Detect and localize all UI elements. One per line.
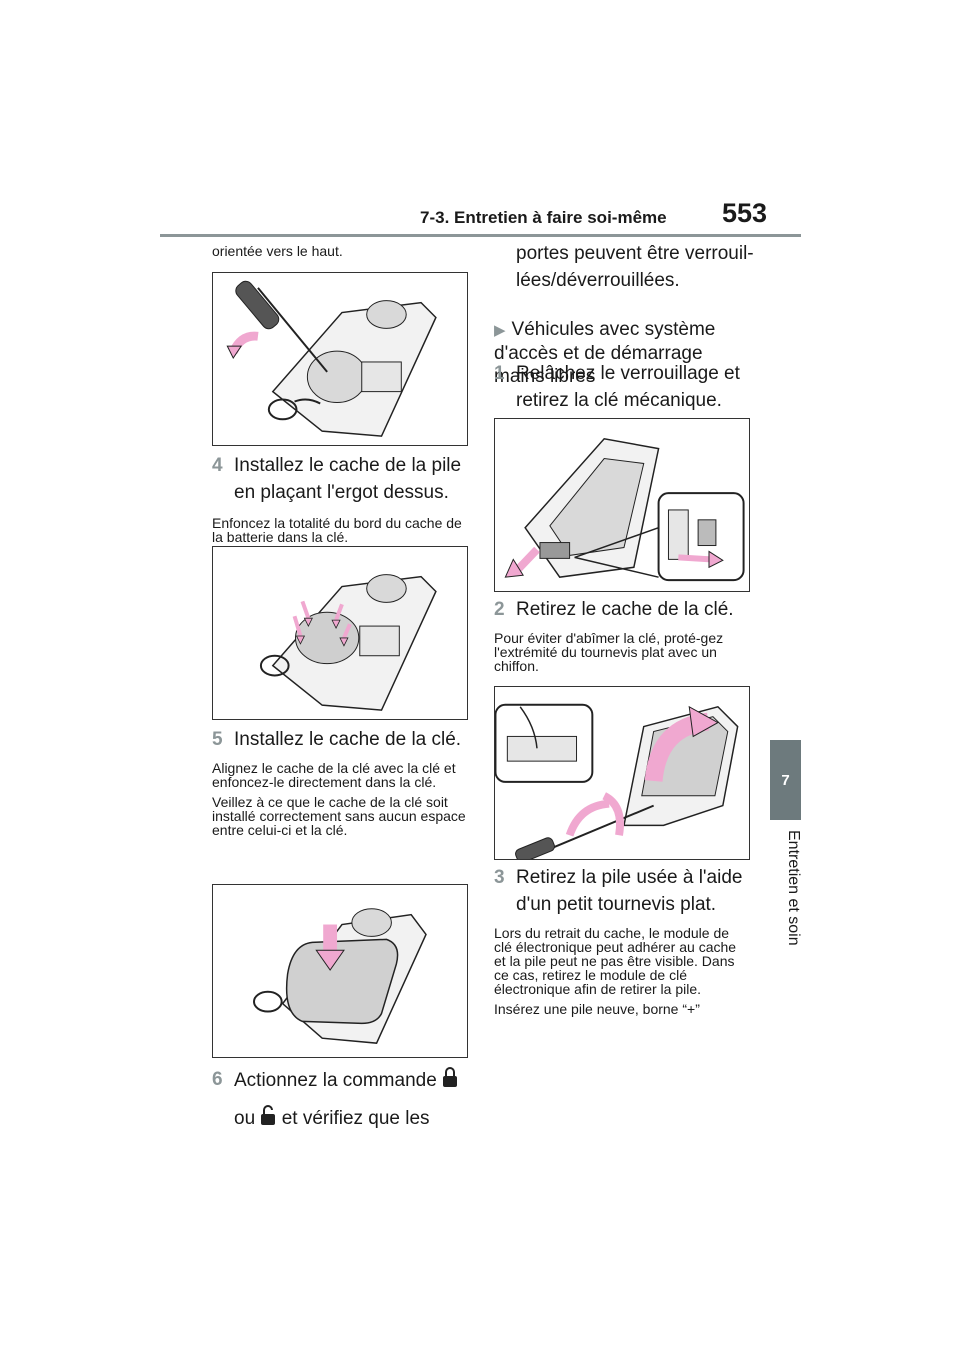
- triangle-bullet-icon: ▶: [494, 322, 506, 339]
- step-number: 2: [494, 599, 505, 620]
- step-number: 4: [212, 455, 223, 476]
- step-note: Lors du retrait du cache, le module de c…: [494, 925, 737, 997]
- step-number: 5: [212, 729, 223, 750]
- step-note: Enfoncez la totalité du bord du cache de…: [212, 515, 462, 545]
- section-title: 7-3. Entretien à faire soi-même: [420, 208, 667, 227]
- key-cover-illustration: [253, 908, 427, 1044]
- figure-remove-cover: [494, 686, 750, 860]
- key-cover-removal-illustration: [495, 703, 739, 859]
- step-text: Relâchez le verrouillage et retirez la c…: [516, 363, 740, 411]
- step-text-b: ou: [234, 1108, 256, 1130]
- chapter-label: Entretien et soin: [785, 830, 802, 946]
- intro-text: orientée vers le haut.: [212, 243, 343, 259]
- step-text: Installez le cache de la pile en plaçant…: [234, 455, 462, 503]
- step-number: 1: [494, 363, 505, 384]
- vehicle-bullet: ▶Véhicules avec système d'accès et de dé…: [494, 319, 716, 387]
- step-4: 4 Installez le cache de la pile en plaçan…: [212, 452, 468, 544]
- figure-mechanical-key: [494, 418, 750, 592]
- header-divider: [160, 234, 801, 237]
- step-3: 3 Retirez la pile usée à l'aide d'un peti…: [494, 864, 750, 1016]
- step-note: Insérez une pile neuve, borne “+”: [494, 1001, 700, 1017]
- chapter-tab[interactable]: 7: [770, 740, 801, 820]
- step-number: 6: [212, 1069, 223, 1090]
- step-text: Retirez la pile usée à l'aide d'un petit…: [516, 867, 743, 915]
- step-5: 5 Installez le cache de la clé. Alignez l…: [212, 726, 468, 837]
- unlock-icon: [260, 1104, 276, 1134]
- step-note: Alignez le cache de la clé avec la clé e…: [212, 760, 456, 790]
- step-number: 3: [494, 867, 505, 888]
- step-1: 1 Relâchez le verrouillage et retirez la …: [494, 360, 750, 414]
- step-text-c: et vérifiez que les: [281, 1108, 430, 1130]
- key-battery-cover-illustration: [259, 574, 437, 711]
- step-note: Veillez à ce que le cache de la clé soit…: [212, 794, 466, 838]
- step-6: 6 Actionnez la commande ou et vérifiez q…: [212, 1066, 512, 1134]
- step-note: Pour éviter d'abîmer la clé, proté-gez l…: [494, 630, 724, 674]
- figure-battery-cover: [212, 546, 468, 720]
- lock-icon: [442, 1066, 458, 1096]
- step-text: Installez le cache de la clé.: [234, 729, 462, 750]
- figure-key-cover: [212, 884, 468, 1058]
- figure-screwdriver-battery: [212, 272, 468, 446]
- page-number: 553: [722, 198, 768, 228]
- key-open-illustration: [226, 280, 437, 437]
- step-2: 2 Retirez le cache de la clé. Pour éviter…: [494, 596, 750, 673]
- key-release-illustration: [504, 437, 745, 582]
- continuation-text: portes peuvent être verrouil-lées/déverr…: [516, 243, 754, 291]
- step-text: Retirez le cache de la clé.: [516, 599, 734, 620]
- step-text-a: Actionnez la commande: [234, 1070, 437, 1092]
